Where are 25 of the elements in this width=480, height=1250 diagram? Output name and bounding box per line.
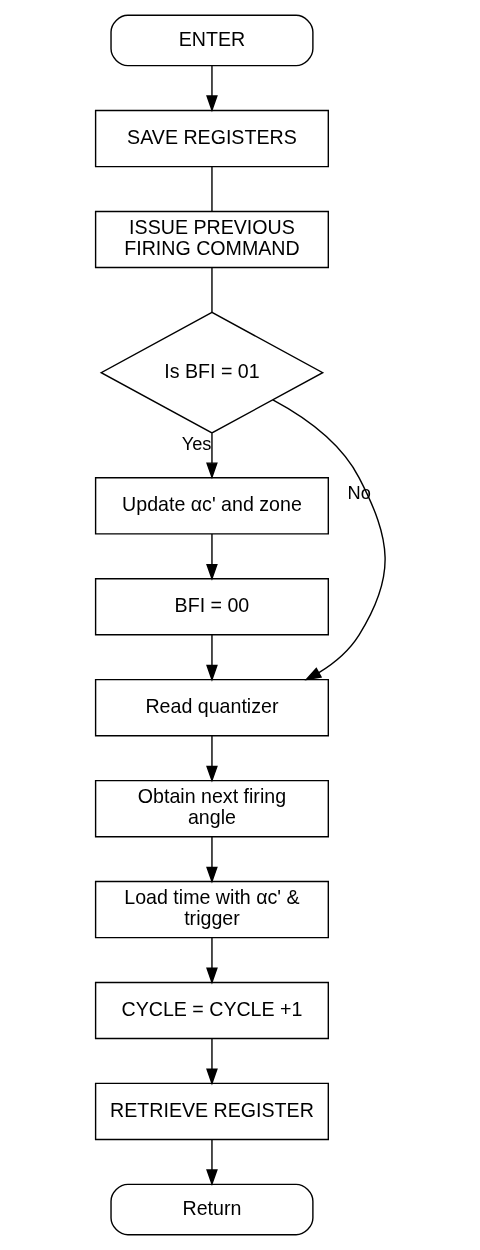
node-box: Update αc' and zone: [94, 477, 329, 535]
node-box: Obtain next firing angle: [94, 779, 329, 838]
arrow: [205, 937, 218, 985]
arrow: [205, 1038, 218, 1086]
arrow: [205, 432, 218, 480]
arrow: [205, 1139, 218, 1187]
arrow: [205, 65, 218, 113]
node-box: SAVE REGISTERS: [94, 109, 329, 168]
arrow: [205, 735, 218, 783]
node-box: Load time with αc' & trigger: [94, 880, 329, 939]
arrow: [205, 836, 218, 884]
node-box: Read quantizer: [94, 678, 329, 737]
edge-label: Yes: [181, 433, 211, 454]
node-box: ENTER: [109, 14, 314, 67]
node-diamond: Is BFI = 01: [99, 311, 324, 434]
arrow: [205, 533, 218, 581]
node-box: ISSUE PREVIOUS FIRING COMMAND: [94, 210, 329, 269]
node-box: RETRIEVE REGISTER: [94, 1082, 329, 1141]
connector: [210, 267, 213, 313]
arrow: [205, 634, 218, 682]
arrow: [271, 399, 386, 681]
connector: [210, 166, 213, 212]
node-box: BFI = 00: [94, 578, 329, 636]
node-box: CYCLE = CYCLE +1: [94, 981, 329, 1040]
node-box: Return: [109, 1183, 314, 1236]
